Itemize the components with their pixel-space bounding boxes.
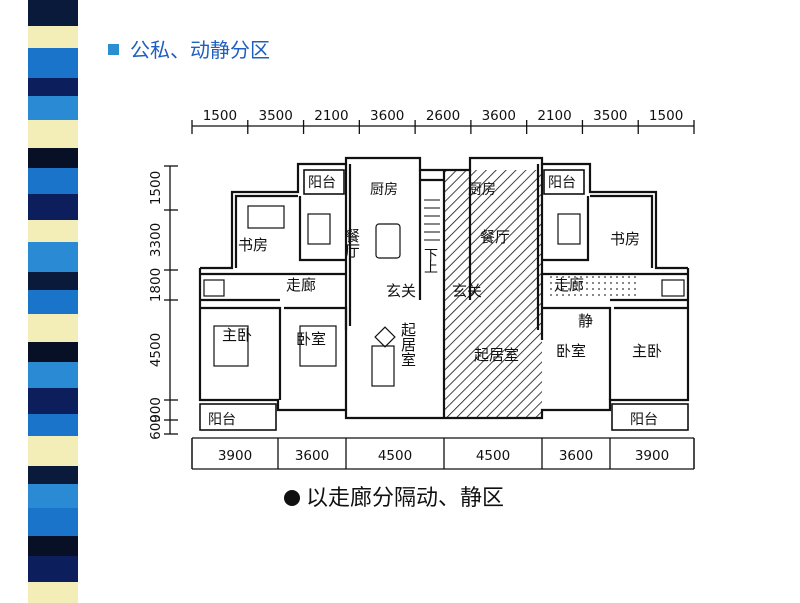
dimension-label-top: 2100: [537, 108, 571, 124]
stripe-block: [28, 220, 78, 242]
bullet-dot-icon: [284, 490, 300, 506]
room-corridor-right: 走廊: [554, 276, 584, 294]
room-master-bed-right: 主卧: [632, 342, 662, 360]
stripe-block: [28, 436, 78, 466]
stripe-block: [28, 168, 78, 194]
stripe-block: [28, 148, 78, 168]
room-study-right: 书房: [610, 230, 640, 248]
quiet-zone-mark: 静: [578, 312, 593, 330]
dimension-label-left: 4500: [148, 333, 164, 367]
balconies: [199, 169, 689, 431]
dimension-label-left: 3300: [148, 223, 164, 257]
stripe-block: [28, 48, 78, 78]
room-foyer-right: 玄关: [452, 282, 482, 300]
room-master-bed-left: 主卧: [222, 326, 252, 344]
room-foyer-left: 玄关: [386, 282, 416, 300]
stripe-block: [28, 272, 78, 290]
floor-plan: 1500 3500 2100 3600 2600 3600 2100 3500 1500 150…: [148, 108, 695, 470]
dimension-label-top: 3500: [258, 108, 292, 124]
stripe-block: [28, 342, 78, 362]
slide-title: 公私、动静分区: [130, 38, 270, 62]
room-living-right: 起居室: [474, 346, 519, 364]
dimension-label-left: 1500: [148, 171, 164, 205]
room-dining-right: 餐厅: [480, 228, 510, 246]
room-kitchen-right: 厨房: [468, 182, 496, 198]
room-corridor-left: 走廊: [286, 276, 316, 294]
hatched-living-area: [444, 170, 542, 418]
dimension-label-left: 900: [148, 397, 164, 423]
stripe-block: [28, 242, 78, 272]
stripe-block: [28, 26, 78, 48]
room-study-left: 书房: [238, 236, 268, 254]
top-dimension-line: [191, 120, 695, 134]
room-bedroom-right: 卧室: [556, 342, 586, 360]
stripe-block: [28, 96, 78, 120]
stripe-block: [28, 0, 78, 26]
dimension-label-bottom: 3900: [635, 448, 669, 464]
dotted-corridor-area: [548, 274, 636, 300]
stair-down-label: 下: [424, 248, 438, 264]
dimension-label-bottom: 4500: [378, 448, 412, 464]
room-balcony-bottom-right: 阳台: [630, 412, 658, 428]
dimension-label-top: 2600: [426, 108, 460, 124]
stripe-block: [28, 78, 78, 96]
bottom-dimension-line: [191, 437, 695, 470]
stripe-block: [28, 120, 78, 148]
stripe-block: [28, 290, 78, 314]
left-dimension-line: [164, 165, 178, 435]
stripe-block: [28, 508, 78, 536]
caption-text: 以走廊分隔动、静区: [306, 486, 505, 511]
stripe-block: [28, 388, 78, 414]
dimension-label-top: 2100: [314, 108, 348, 124]
stripe-block: [28, 314, 78, 342]
stripe-block: [28, 582, 78, 603]
dimension-label-top: 3600: [370, 108, 404, 124]
caption: 以走廊分隔动、静区: [284, 480, 504, 512]
room-dining-left: 餐厅: [343, 228, 361, 258]
stripe-block: [28, 484, 78, 508]
dimension-label-top: 1500: [203, 108, 237, 124]
room-balcony-top-left: 阳台: [308, 175, 336, 191]
stripe-block: [28, 194, 78, 220]
stripe-block: [28, 536, 78, 556]
decorative-stripe-column: [28, 0, 78, 603]
bottom-dimension-labels: 3900 3600 4500 4500 3600 3900: [218, 448, 669, 464]
dimension-label-left: 1800: [148, 268, 164, 302]
stripe-block: [28, 556, 78, 582]
stripe-block: [28, 414, 78, 436]
room-balcony-bottom-left: 阳台: [208, 412, 236, 428]
wall-outlines: [198, 156, 690, 420]
room-living-left: 起居室: [399, 322, 417, 367]
room-bedroom-left: 卧室: [296, 330, 326, 348]
room-labels: 阳台 厨房 书房 餐厅 走廊 主卧 卧室 玄关 起居室 下 上 阳台 阳台 厨房…: [208, 175, 662, 428]
dimension-label-left: 600: [148, 414, 164, 440]
dimension-label-top: 1500: [649, 108, 683, 124]
title-bullet-icon: [108, 44, 119, 55]
room-kitchen-left: 厨房: [370, 182, 398, 198]
top-dimension-labels: 1500 3500 2100 3600 2600 3600 2100 3500 1500: [203, 108, 684, 124]
dimension-label-top: 3600: [482, 108, 516, 124]
dimension-label-bottom: 4500: [476, 448, 510, 464]
stripe-block: [28, 362, 78, 388]
furniture: [203, 205, 685, 387]
room-balcony-top-right: 阳台: [548, 175, 576, 191]
dimension-label-bottom: 3600: [295, 448, 329, 464]
dimension-label-bottom: 3900: [218, 448, 252, 464]
dimension-label-bottom: 3600: [559, 448, 593, 464]
dimension-label-top: 3500: [593, 108, 627, 124]
stair-up-label: 上: [424, 260, 438, 276]
stripe-block: [28, 466, 78, 484]
